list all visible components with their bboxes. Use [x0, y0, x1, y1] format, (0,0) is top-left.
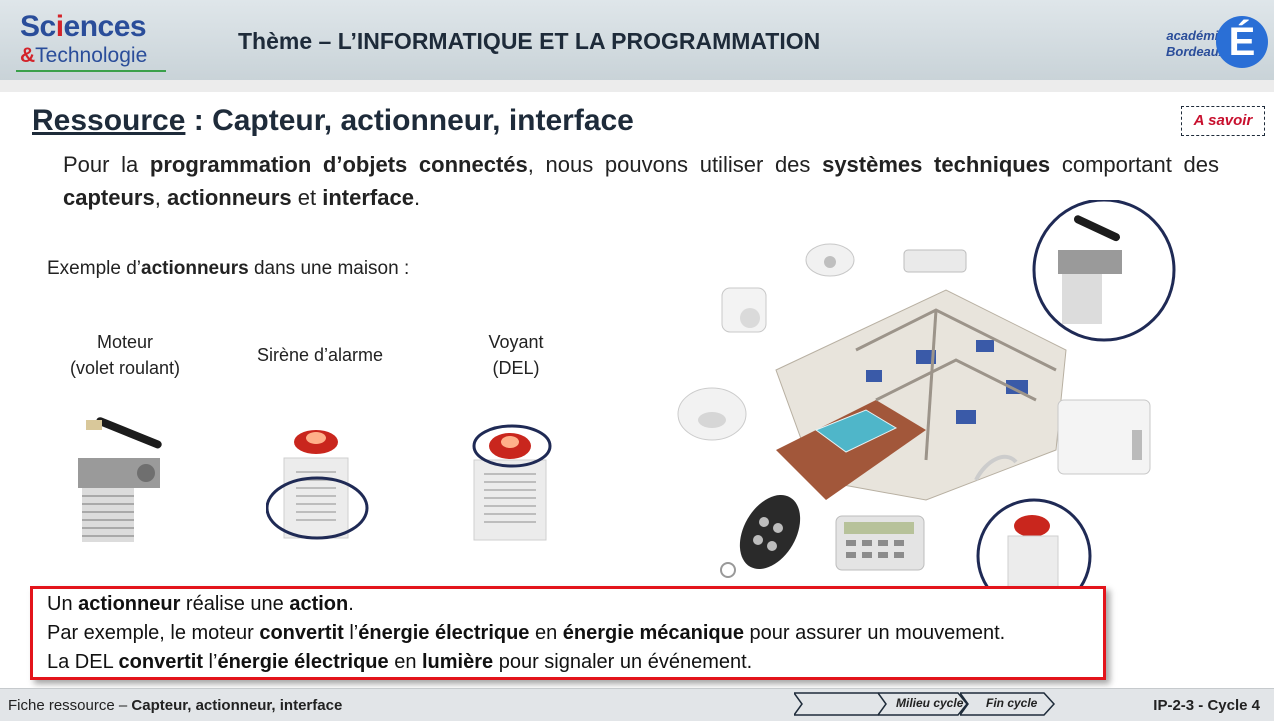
example-heading: Exemple d’actionneurs dans une maison :: [47, 258, 410, 279]
nav-cycle-start-arrow[interactable]: [794, 692, 888, 716]
a-savoir-badge: A savoir: [1181, 106, 1265, 136]
text-run: ,: [154, 185, 167, 210]
logo-sciences-text: Sciences: [20, 10, 147, 43]
text-run: pour signaler un événement.: [493, 651, 753, 673]
text-run: l’: [203, 651, 218, 673]
text-run: .: [348, 593, 354, 615]
actuator-label-sirene: Sirène d’alarme: [256, 345, 384, 365]
roller-shutter-motor-image: [76, 410, 176, 542]
text-run: .: [413, 185, 421, 210]
bold-term: convertit: [259, 622, 344, 644]
footer-resource-title: Fiche ressource – Capteur, actionneur, i…: [8, 697, 343, 714]
alarm-siren-image: [265, 428, 370, 542]
theme-title: Thème – L’INFORMATIQUE ET LA PROGRAMMATI…: [238, 28, 821, 54]
led-indicator-image: [470, 424, 554, 542]
bold-term: lumière: [422, 651, 494, 673]
logo-technologie-text: &Technologie: [20, 44, 148, 67]
definition-line-1: Un actionneur réalise une action.: [47, 593, 354, 616]
text-run: l’: [343, 622, 359, 644]
bold-term: énergie électrique: [217, 651, 389, 673]
definition-line-3: La DEL convertit l’énergie électrique en…: [47, 651, 752, 674]
bold-term: capteurs: [63, 185, 155, 210]
footer: Fiche ressource – Capteur, actionneur, i…: [0, 688, 1274, 721]
text-run: réalise une: [180, 593, 290, 615]
text-run: et: [291, 185, 323, 210]
text-run: en: [529, 622, 563, 644]
bold-term: énergie mécanique: [562, 622, 744, 644]
bold-term: systèmes techniques: [822, 152, 1051, 177]
bold-term: actionneurs: [166, 185, 292, 210]
sciences-technologie-logo: Sciences &Technologie: [14, 8, 174, 76]
text-run: Un: [47, 593, 79, 615]
footer-cycle-code: IP-2-3 - Cycle 4: [1153, 697, 1260, 714]
text-run: Pour la: [63, 152, 150, 177]
smart-home-illustration: [676, 198, 1176, 614]
text-run: en: [388, 651, 422, 673]
nav-milieu-cycle-arrow[interactable]: Milieu cycle: [878, 692, 968, 716]
text-run: La DEL: [47, 651, 119, 673]
text-run: pour assurer un mouvement.: [743, 622, 1006, 644]
bold-term: programmation d’objets connectés: [149, 152, 528, 177]
intro-paragraph: Pour la programmation d’objets connectés…: [63, 148, 1219, 214]
text-run: Par exemple, le moteur: [47, 622, 260, 644]
bold-term: action: [289, 593, 349, 615]
header: Sciences &Technologie Thème – L’INFORMAT…: [0, 0, 1274, 80]
bold-term: interface: [322, 185, 414, 210]
bold-term: convertit: [118, 651, 203, 673]
nav-fin-cycle-arrow[interactable]: Fin cycle: [960, 692, 1056, 716]
text-run: , nous pouvons utiliser des: [527, 152, 823, 177]
header-divider: [0, 80, 1274, 92]
text-run: comportant des: [1050, 152, 1220, 177]
page-title: Ressource : Capteur, actionneur, interfa…: [32, 104, 634, 137]
logo-underline: [16, 70, 166, 72]
actuator-label-voyant: Voyant(DEL): [488, 332, 544, 378]
definition-box: Un actionneur réalise une action. Par ex…: [30, 586, 1106, 680]
actuator-label-moteur: Moteur(volet roulant): [69, 332, 181, 378]
bold-term: énergie électrique: [358, 622, 530, 644]
bold-term: actionneur: [78, 593, 181, 615]
academie-e-icon: É: [1216, 16, 1268, 68]
definition-line-2: Par exemple, le moteur convertit l’énerg…: [47, 622, 1005, 645]
